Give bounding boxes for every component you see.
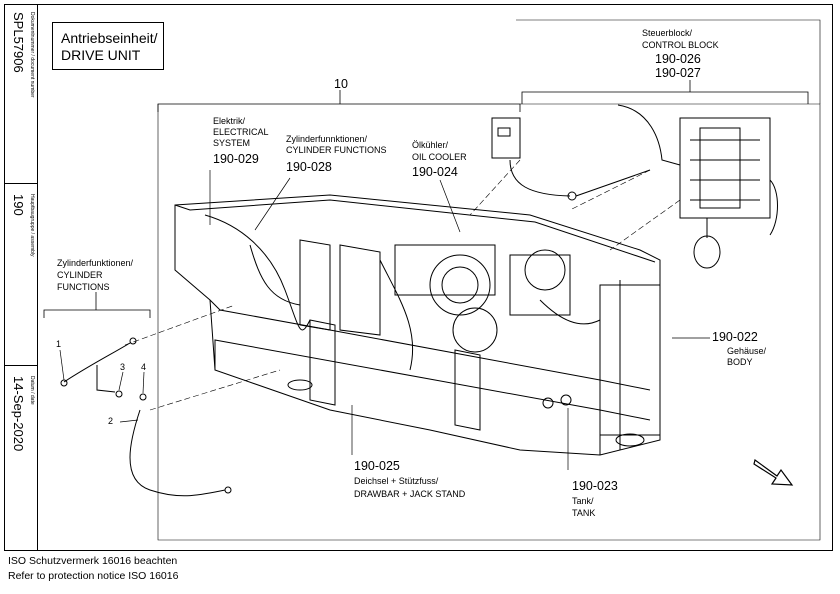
cylinder-left-en2: FUNCTIONS — [57, 282, 110, 292]
title-block-sidebar: SPL57906 Dokumentnummer / document numbe… — [4, 4, 38, 551]
main-boundary — [157, 103, 821, 541]
title-en: DRIVE UNIT — [61, 47, 141, 63]
assembly-cell: 190 Hauptbaugruppe / assembly — [4, 184, 37, 366]
drawbar-ref: 190-025 — [354, 459, 400, 473]
electrical-ref: 190-029 — [213, 152, 259, 166]
drawing-title-box: Antriebseinheit/ DRIVE UNIT — [52, 22, 164, 70]
bracket-cylinder-left — [43, 309, 151, 318]
oil-cooler-fitting — [491, 117, 651, 201]
callout-leaders — [59, 170, 710, 470]
item-1: 1 — [56, 339, 62, 349]
drawbar-en: DRAWBAR + JACK STAND — [354, 489, 466, 499]
cylinder-left-en: CYLINDER — [57, 270, 103, 280]
cylinder-top-en: CYLINDER FUNCTIONS — [286, 145, 387, 155]
loose-hoses — [60, 337, 232, 497]
tank-ref: 190-023 — [572, 479, 618, 493]
cylinder-top-ref: 190-028 — [286, 160, 332, 174]
item-4: 4 — [141, 362, 147, 372]
callout-main-10: 10 — [334, 77, 348, 91]
item-3: 3 — [120, 362, 126, 372]
tank-de: Tank/ — [572, 496, 594, 506]
electrical-en2: SYSTEM — [213, 138, 251, 148]
electrical-de: Elektrik/ — [213, 116, 246, 126]
body-en: BODY — [727, 357, 753, 367]
item-2: 2 — [108, 416, 114, 426]
cylinder-left-de: Zylinderfunktionen/ — [57, 258, 134, 268]
direction-arrow-icon — [753, 458, 794, 486]
control-block-de: Steuerblock/ — [642, 28, 693, 38]
assembly-dashed-lines — [124, 159, 681, 411]
drawbar-de: Deichsel + Stützfuss/ — [354, 476, 439, 486]
electrical-en: ELECTRICAL — [213, 127, 269, 137]
drawing-frame — [4, 4, 833, 551]
cylinder-top-de: Zylinderfunnktionen/ — [286, 134, 368, 144]
oil-cooler-de: Ölkühler/ — [412, 140, 449, 150]
control-block-ref-026: 190-026 — [655, 52, 701, 66]
protection-notice-en: Refer to protection notice ISO 16016 — [8, 570, 179, 582]
bracket-main — [157, 103, 521, 112]
tank-en: TANK — [572, 508, 596, 518]
body-ref: 190-022 — [712, 330, 758, 344]
title-de: Antriebseinheit/ — [61, 30, 158, 46]
doc-number-cell: SPL57906 Dokumentnummer / document numbe… — [4, 4, 37, 184]
control-block-en: CONTROL BLOCK — [642, 40, 719, 50]
oil-cooler-ref: 190-024 — [412, 165, 458, 179]
control-boundary — [516, 19, 821, 104]
oil-cooler-en: OIL COOLER — [412, 152, 467, 162]
control-block-ref-027: 190-027 — [655, 66, 701, 80]
protection-notice-de: ISO Schutzvermerk 16016 beachten — [8, 555, 178, 567]
chassis — [174, 194, 661, 456]
bracket-control — [521, 91, 809, 104]
body-de: Gehäuse/ — [727, 346, 767, 356]
control-block — [617, 104, 778, 269]
